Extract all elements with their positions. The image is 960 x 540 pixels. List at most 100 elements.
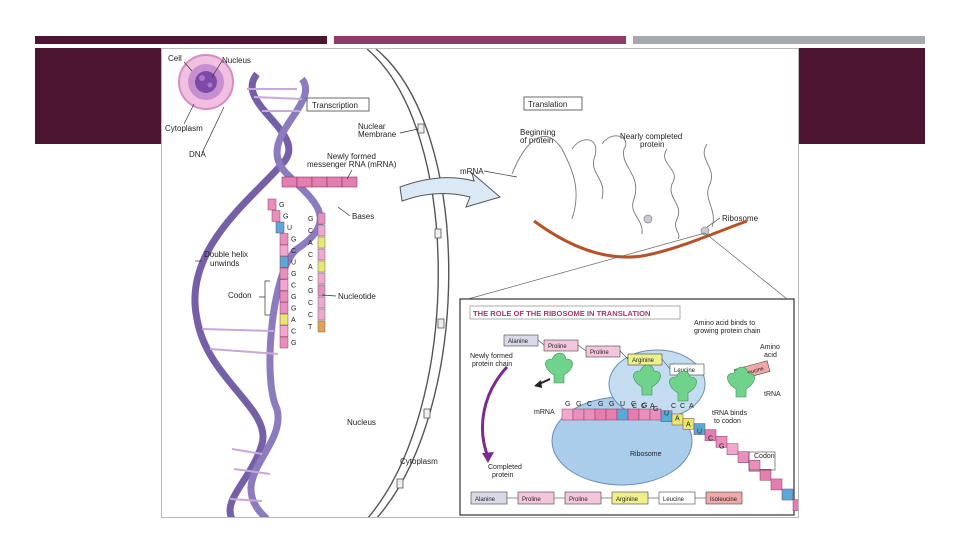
mrna-base-letter: G: [283, 214, 288, 221]
dna-right-block: [317, 212, 326, 225]
inset-mrna-block: [627, 408, 640, 421]
inset-label-codon: Codon: [754, 453, 775, 460]
inset-mrna-letter: U: [620, 401, 625, 408]
inset-label-newly-chain-2: protein chain: [472, 361, 512, 368]
inset-mrna-letter: C: [631, 401, 636, 408]
inset-mrna-letter: G: [565, 401, 570, 408]
translation-frame: [523, 96, 583, 111]
mrna-base-block: [279, 279, 289, 291]
amino-acid-block: [585, 345, 621, 358]
dna-right-letter: C: [308, 300, 313, 307]
helix-rung: [231, 448, 263, 455]
helix-rung: [253, 96, 303, 100]
dna-right-letter: A: [308, 264, 313, 271]
inset-mrna-letter: G: [642, 403, 647, 410]
dna-right-letter: G: [308, 288, 313, 295]
transcription-to-translation-arrow: [399, 171, 502, 208]
inset-label-completed-2: protein: [492, 472, 514, 479]
amino-acid-block: [627, 353, 663, 366]
mrna-segment: [296, 176, 313, 188]
inset-label-newly-chain-1: Newly formed: [470, 353, 513, 360]
dna-right-block: [317, 224, 326, 237]
header-bar-mauve: [334, 36, 626, 44]
cell-icon: [178, 54, 234, 110]
label-nucleotide: Nucleotide: [338, 292, 376, 301]
label-cytoplasm-left: Cytoplasm: [165, 124, 203, 133]
inset-mrna-letter: G: [598, 401, 603, 408]
label-translation: Translation: [528, 100, 567, 109]
trna-shape: [633, 364, 661, 396]
inset-mrna-block: [583, 408, 596, 421]
completed-amino-label: Proline: [522, 497, 541, 503]
label-nuclear-membrane-1: Nuclear: [358, 122, 386, 131]
inset-mrna-block: [770, 478, 783, 491]
inset-title: THE ROLE OF THE RIBOSOME IN TRANSLATION: [473, 309, 650, 318]
mrna-base-letter: C: [291, 248, 296, 255]
label-ribosome-top: Ribosome: [722, 214, 759, 223]
mrna-segment: [341, 176, 358, 188]
mrna-base-block: [279, 302, 289, 314]
dna-right-letter: A: [308, 240, 313, 247]
inset-mrna-block: [726, 443, 739, 455]
mrna-base-letter: A: [291, 317, 296, 324]
mrna-base-letter: U: [287, 225, 292, 232]
dna-right-block: [317, 296, 326, 309]
mrna-base-letter: U: [291, 260, 296, 267]
anticodon-letter: A: [650, 403, 655, 410]
inset-mrna-block: [561, 408, 574, 421]
mrna-base-block: [279, 256, 289, 268]
nuclear-membrane: [366, 49, 450, 517]
label-nearly-1: Nearly completed: [620, 132, 682, 141]
header-bar-maroon: [35, 36, 327, 44]
mrna-base-block: [279, 325, 289, 337]
dna-right-letter: C: [308, 228, 313, 235]
dna-right-block: [317, 236, 326, 249]
transcription-frame: [306, 97, 370, 112]
title-block-left: [35, 48, 161, 144]
label-bases: Bases: [352, 212, 374, 221]
inset-mrna-letter: A: [686, 422, 691, 429]
header-bar-gray: [633, 36, 925, 44]
inset-mrna-block: [693, 423, 706, 435]
inset-mrna-block: [715, 436, 728, 448]
helix-rung: [209, 348, 279, 355]
mrna-segment: [326, 176, 343, 188]
protein-coils: [511, 135, 714, 240]
inset-mrna-letter: G: [653, 406, 658, 413]
inset-mrna-letter: C: [587, 401, 592, 408]
inset-label-amino-binds-1: Amino acid binds to: [694, 320, 755, 327]
mrna-base-block: [279, 244, 289, 257]
label-codon: Codon: [228, 291, 252, 300]
inset-label-trna: tRNA: [764, 391, 781, 398]
label-nucleus-bottom: Nucleus: [347, 418, 376, 427]
mrna-base-letter: C: [291, 283, 296, 290]
completed-protein-arrow: [481, 365, 509, 458]
completed-amino-label: Isoleucine: [710, 497, 738, 503]
amino-acid-label: Arginine: [632, 358, 655, 364]
codon-frame: [748, 451, 776, 471]
label-beginning-1: Beginning: [520, 128, 556, 137]
completed-amino-label: Proline: [569, 497, 588, 503]
mrna-base-letter: G: [291, 271, 296, 278]
amino-acid-block: [503, 334, 539, 347]
label-cell: Cell: [168, 54, 182, 63]
completed-amino-label: Alanine: [475, 497, 496, 503]
inset-mrna-block: [605, 408, 618, 421]
amino-acid-label: Alanine: [508, 339, 529, 345]
inset-label-trna-binds-2: to codon: [714, 418, 741, 425]
helix-rung: [229, 498, 263, 502]
mrna-base-letter: G: [291, 237, 296, 244]
inset-mrna-letter: U: [664, 410, 669, 417]
label-nucleus-top: Nucleus: [222, 56, 251, 65]
mrna-base-letter: G: [291, 294, 296, 301]
inset-mrna-block: [781, 488, 794, 501]
anticodon-letter: C: [641, 403, 646, 410]
helix-rung: [201, 328, 275, 332]
mrna-segment: [311, 176, 328, 188]
mrna-base-block: [275, 221, 285, 234]
inset-mrna-letter: A: [675, 416, 680, 423]
